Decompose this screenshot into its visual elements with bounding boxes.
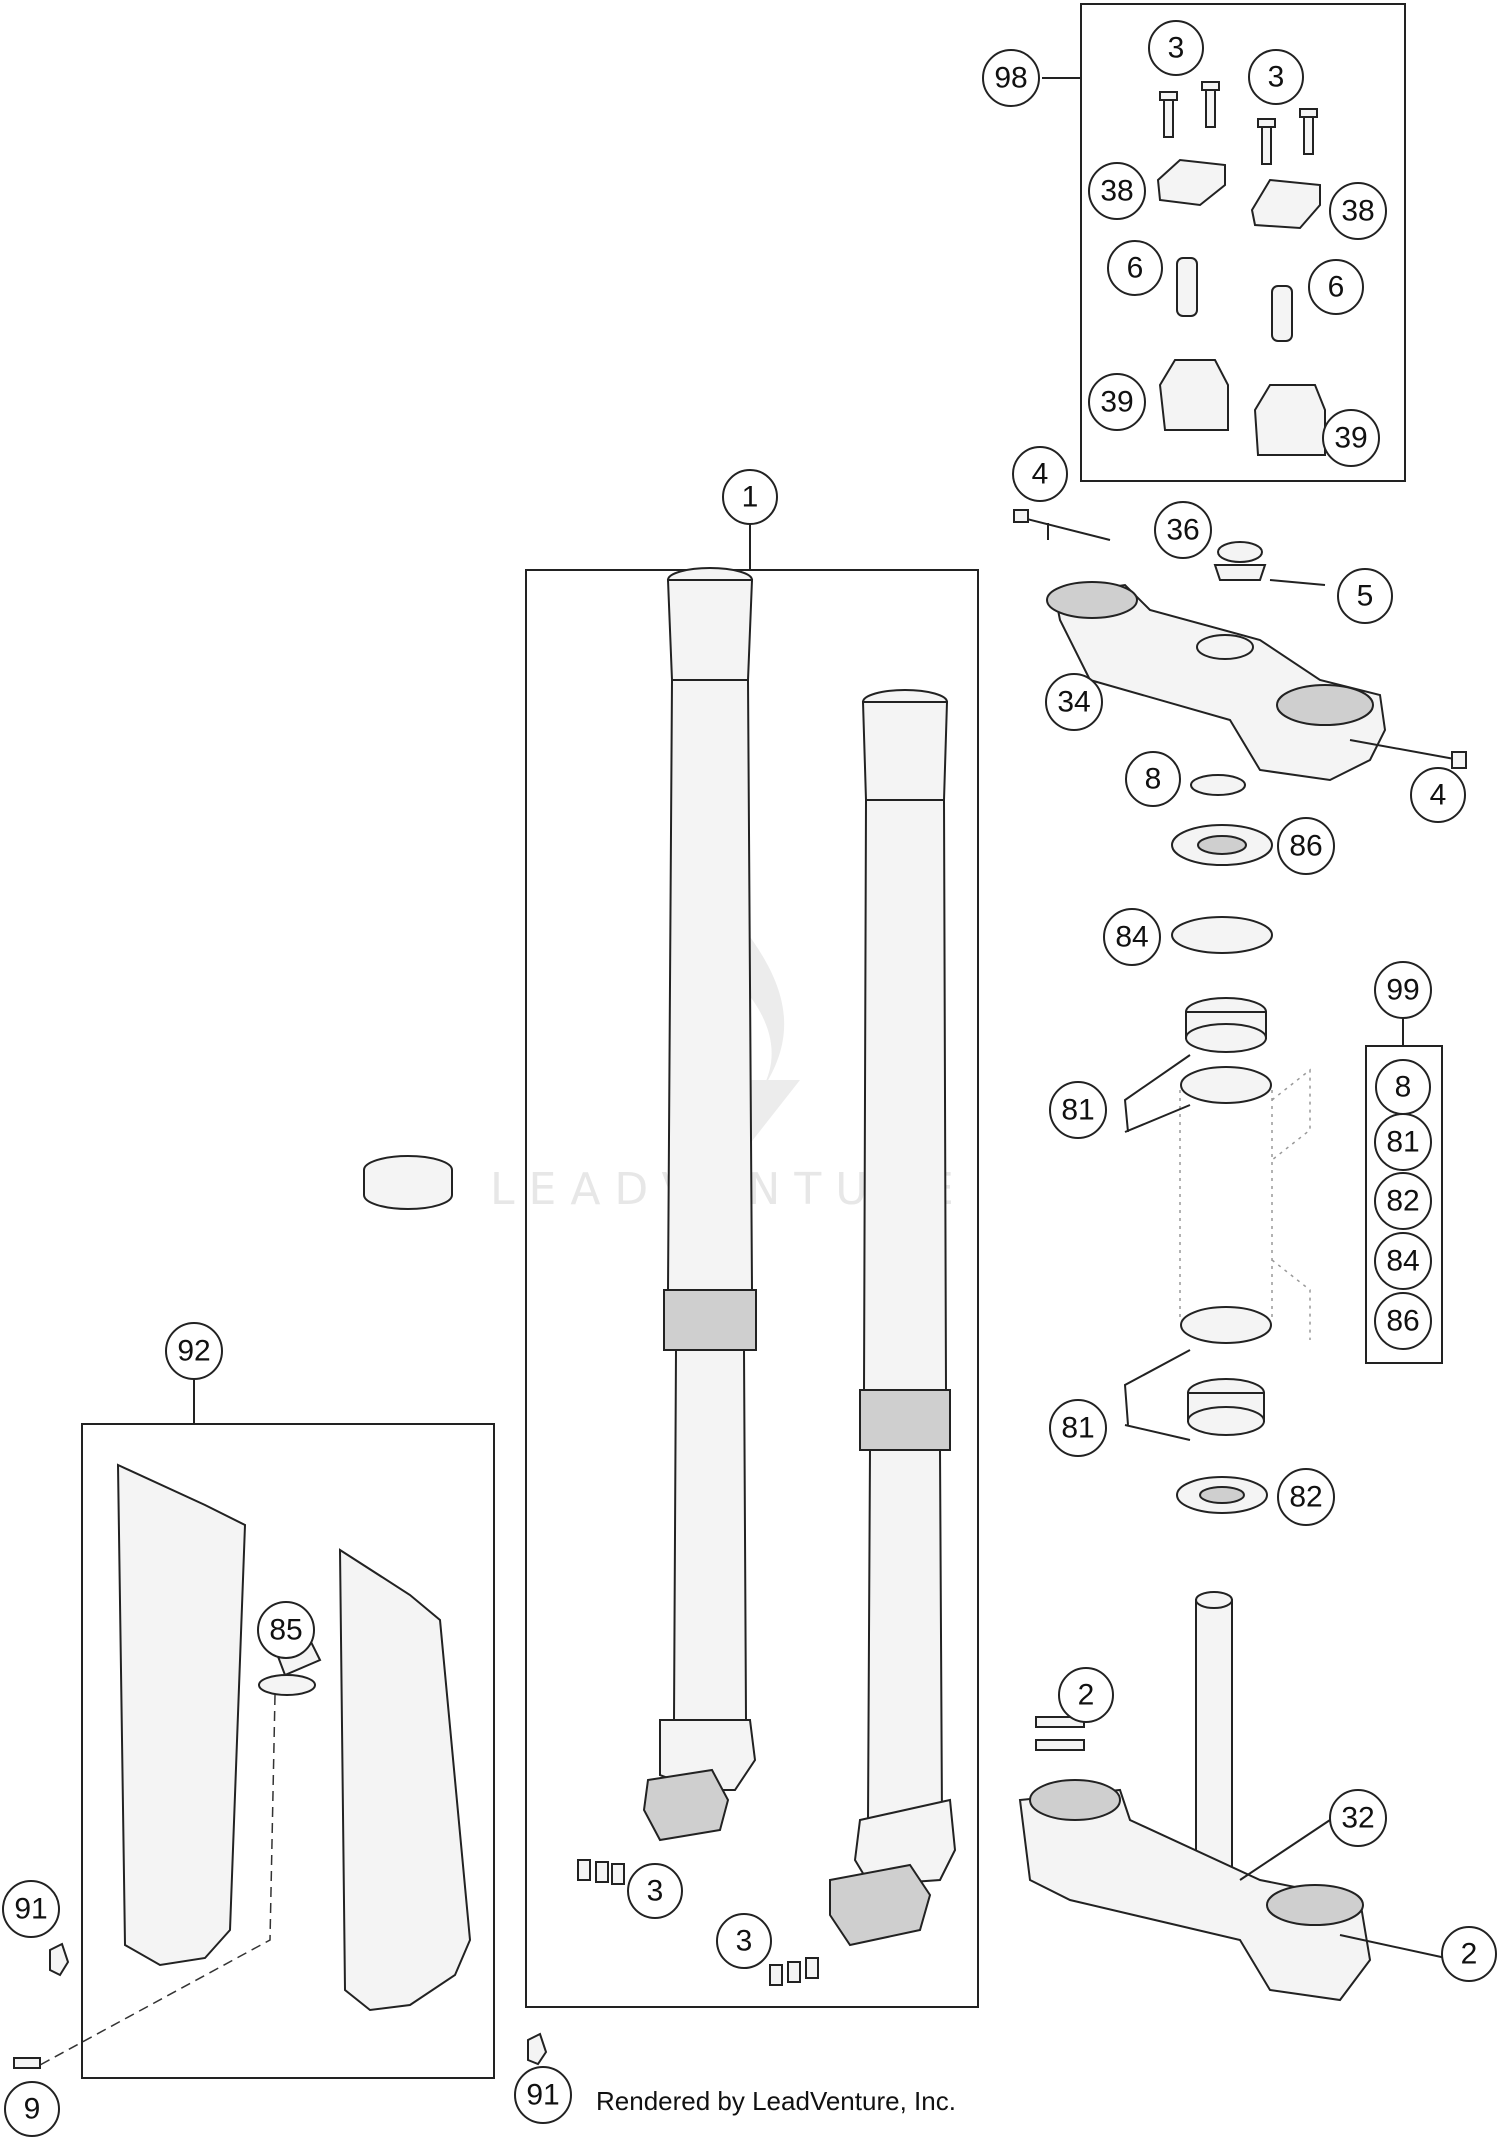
svg-text:81: 81 (1061, 1412, 1094, 1445)
fork-guard-92-box (81, 1423, 495, 2079)
fork-guards (13, 1463, 548, 2069)
callout-9: 9 (4, 2081, 60, 2137)
svg-text:1: 1 (742, 481, 759, 514)
callout-92: 92 (165, 1322, 223, 1380)
svg-text:91: 91 (526, 2079, 559, 2112)
lower-triple-clamp (1018, 1591, 1465, 2002)
svg-text:84: 84 (1386, 1245, 1419, 1278)
svg-text:36: 36 (1166, 514, 1199, 547)
fork-assembly-1-box (525, 569, 979, 2008)
svg-text:2: 2 (1078, 1679, 1095, 1712)
svg-text:4: 4 (1430, 779, 1447, 812)
callout-81: 81 (1374, 1113, 1432, 1171)
svg-text:82: 82 (1289, 1481, 1322, 1514)
callout-85: 85 (257, 1601, 315, 1659)
svg-text:9: 9 (24, 2093, 41, 2126)
svg-text:82: 82 (1386, 1185, 1419, 1218)
svg-text:81: 81 (1061, 1094, 1094, 1127)
callout-3: 3 (716, 1913, 772, 1969)
callout-5: 5 (1337, 568, 1393, 624)
svg-text:8: 8 (1395, 1071, 1412, 1104)
svg-text:92: 92 (177, 1335, 210, 1368)
callout-99: 99 (1374, 961, 1432, 1019)
callout-32: 32 (1329, 1789, 1387, 1847)
callout-3: 3 (1148, 20, 1204, 76)
svg-text:6: 6 (1127, 252, 1144, 285)
upper-triple-clamp (1013, 509, 1467, 782)
svg-text:6: 6 (1328, 271, 1345, 304)
svg-text:38: 38 (1100, 175, 1133, 208)
callout-91: 91 (514, 2066, 572, 2124)
callout-81: 81 (1049, 1399, 1107, 1457)
callout-86: 86 (1374, 1292, 1432, 1350)
callout-2: 2 (1058, 1667, 1114, 1723)
svg-text:3: 3 (1168, 32, 1185, 65)
svg-text:3: 3 (1268, 61, 1285, 94)
svg-text:5: 5 (1357, 580, 1374, 613)
kit-98-parts (1156, 81, 1326, 456)
svg-text:39: 39 (1100, 386, 1133, 419)
callout-36: 36 (1154, 501, 1212, 559)
callout-84: 84 (1103, 908, 1161, 966)
rendered-by-credit: Rendered by LeadVenture, Inc. (596, 2086, 956, 2116)
svg-text:84: 84 (1115, 921, 1148, 954)
svg-text:86: 86 (1289, 830, 1322, 863)
callout-3: 3 (1248, 49, 1304, 105)
svg-text:86: 86 (1386, 1305, 1419, 1338)
callout-38: 38 (1088, 162, 1146, 220)
callout-8: 8 (1375, 1059, 1431, 1115)
svg-text:98: 98 (994, 62, 1027, 95)
callout-3: 3 (627, 1863, 683, 1919)
svg-text:32: 32 (1341, 1802, 1374, 1835)
callout-98: 98 (982, 49, 1040, 107)
svg-text:99: 99 (1386, 974, 1419, 1007)
callout-34: 34 (1045, 673, 1103, 731)
svg-text:91: 91 (14, 1893, 47, 1926)
svg-text:3: 3 (736, 1925, 753, 1958)
callout-39: 39 (1322, 409, 1380, 467)
svg-text:34: 34 (1057, 686, 1090, 719)
callout-6: 6 (1308, 259, 1364, 315)
callout-82: 82 (1374, 1172, 1432, 1230)
callout-2: 2 (1441, 1926, 1497, 1982)
callout-1: 1 (722, 469, 778, 525)
svg-text:8: 8 (1145, 763, 1162, 796)
fork-legs (363, 567, 957, 1986)
callout-6: 6 (1107, 240, 1163, 296)
svg-text:39: 39 (1334, 422, 1367, 455)
callout-4: 4 (1410, 767, 1466, 823)
svg-text:81: 81 (1386, 1126, 1419, 1159)
callout-91: 91 (2, 1880, 60, 1938)
callout-81: 81 (1049, 1081, 1107, 1139)
svg-text:3: 3 (647, 1875, 664, 1908)
svg-text:2: 2 (1461, 1938, 1478, 1971)
steering-bearings (1123, 774, 1311, 1514)
svg-text:85: 85 (269, 1614, 302, 1647)
callout-4: 4 (1012, 446, 1068, 502)
svg-text:4: 4 (1032, 458, 1049, 491)
callout-84: 84 (1374, 1232, 1432, 1290)
svg-text:38: 38 (1341, 195, 1374, 228)
callout-8: 8 (1125, 751, 1181, 807)
kit-98-box (1080, 3, 1406, 482)
leader-lines (193, 77, 1404, 1424)
callout-86: 86 (1277, 817, 1335, 875)
callout-82: 82 (1277, 1468, 1335, 1526)
callout-38: 38 (1329, 182, 1387, 240)
callout-39: 39 (1088, 373, 1146, 431)
